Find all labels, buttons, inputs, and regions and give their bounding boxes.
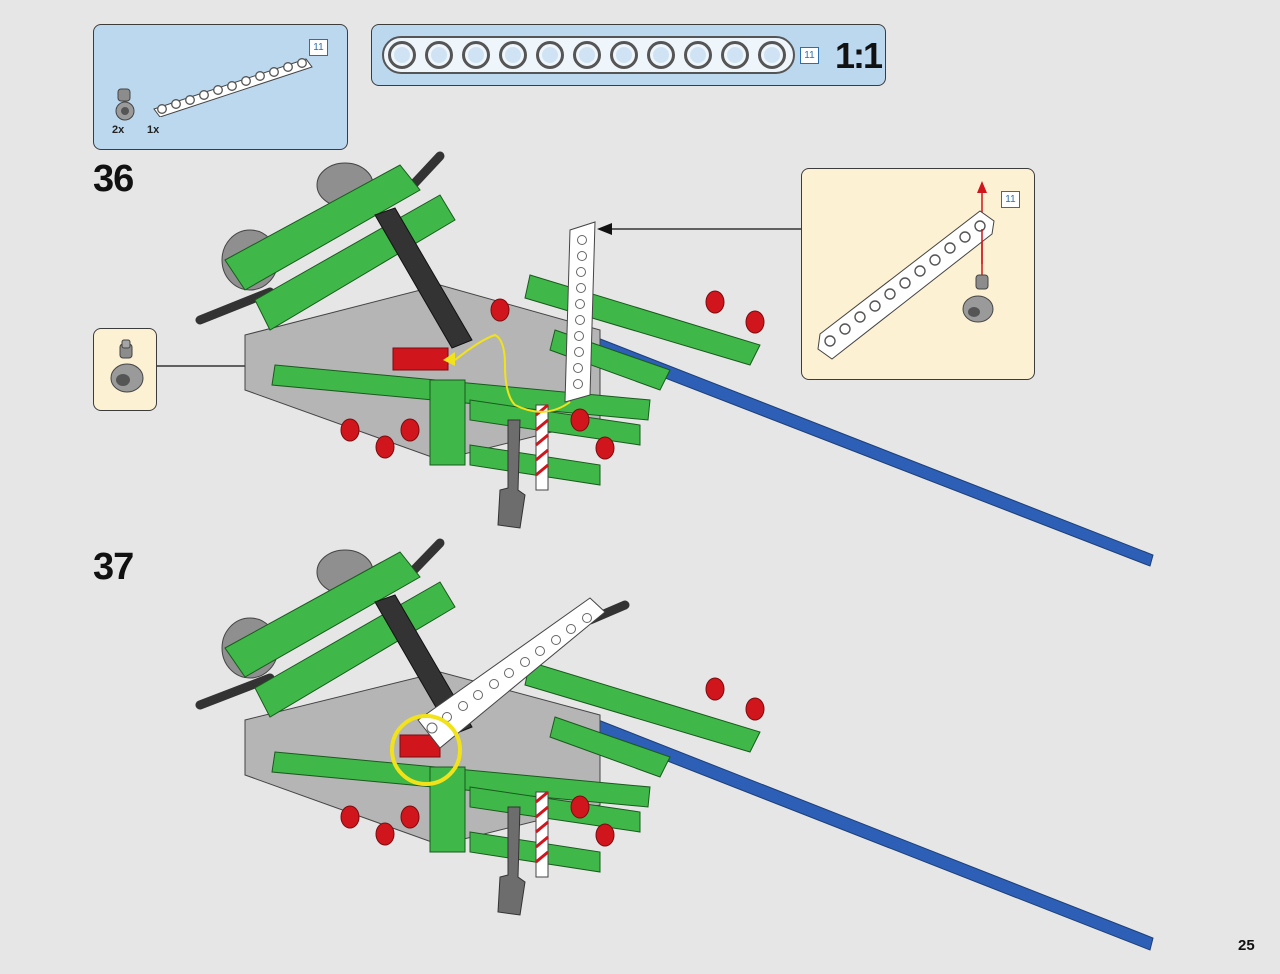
- ruler-hole: [499, 41, 527, 69]
- length-tag: 11: [800, 47, 819, 64]
- ruler-hole: [536, 41, 564, 69]
- scale-label: 1:1: [835, 35, 883, 76]
- subassembly-callout: 11: [801, 168, 1035, 380]
- ruler-hole: [721, 41, 749, 69]
- length-tag: 11: [309, 39, 328, 56]
- ruler-hole: [758, 41, 786, 69]
- ruler-hole: [462, 41, 490, 69]
- connector-callout: [93, 328, 157, 411]
- length-tag: 11: [1001, 191, 1020, 208]
- axle-pin-connector-icon: [115, 88, 135, 121]
- ruler-hole: [647, 41, 675, 69]
- page-number: 25: [1238, 937, 1255, 954]
- axle-pin-connector-icon: [110, 339, 144, 393]
- ruler-hole: [610, 41, 638, 69]
- ruler-hole: [684, 41, 712, 69]
- parts-list-callout: 11 2x 1x: [93, 24, 348, 150]
- part-qty: 1x: [147, 124, 160, 136]
- part-qty: 2x: [112, 124, 125, 136]
- ruler-hole: [388, 41, 416, 69]
- scale-ruler: 11 1:1: [371, 24, 886, 86]
- ruler-hole: [573, 41, 601, 69]
- white-liftarm-icon: [153, 58, 313, 117]
- step-number: 36: [93, 158, 134, 200]
- step-number: 37: [93, 546, 134, 588]
- liftarm-with-connector-icon: [817, 181, 995, 360]
- ruler-hole: [425, 41, 453, 69]
